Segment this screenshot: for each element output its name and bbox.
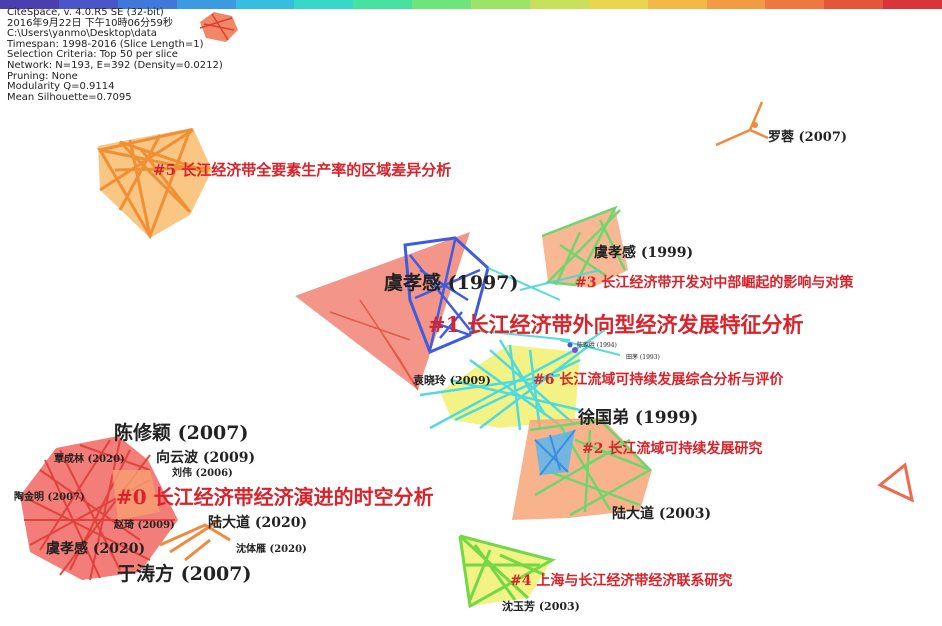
node-label-yuxiaogan-1999[interactable]: 虞孝感 (1999) [594, 245, 694, 261]
cluster-label-3[interactable]: #3 长江经济带开发对中部崛起的影响与对策 [575, 275, 854, 291]
cluster-label-5[interactable]: #5 长江经济带全要素生产率的区域差异分析 [153, 161, 452, 179]
node-label-yuxiaogan-2020[interactable]: 虞孝感 (2020) [46, 541, 146, 557]
timeline-segment [294, 0, 354, 9]
info-line-pruning: Pruning: None [7, 70, 78, 82]
info-line-modularity: Modularity Q=0.9114 [7, 81, 115, 93]
node-label-yuanxiaoling-2009[interactable]: 袁晓玲 (2009) [413, 374, 491, 387]
node-label-luorong-2007[interactable]: 罗蓉 (2007) [768, 130, 848, 145]
timeline-segment [883, 0, 942, 9]
node-label-chenjiasheng-1994[interactable]: 陈家胜 (1994) [577, 342, 617, 349]
cluster-isolated-right [877, 462, 915, 503]
cluster-mini-top [199, 12, 238, 42]
timeline-segment [647, 0, 707, 9]
node-label-qinchenglin-2020[interactable]: 覃成林 (2020) [54, 454, 125, 465]
node-label-ludadao-2020[interactable]: 陆大道 (2020) [208, 515, 308, 531]
info-line-timespan: Timespan: 1998-2016 (Slice Length=1) [7, 38, 204, 50]
timeline-segment [176, 0, 236, 9]
node-label-shentiyan-2020[interactable]: 沈体雁 (2020) [236, 544, 307, 555]
timeline-segment [824, 0, 884, 9]
cluster-2-shape [512, 418, 653, 520]
timeline-segment [0, 0, 59, 9]
cluster-label-1[interactable]: #1 长江经济带外向型经济发展特征分析 [428, 312, 804, 337]
timeline-segment [353, 0, 413, 9]
info-line-selection: Selection Criteria: Top 50 per slice [7, 49, 178, 61]
central-bridge-edges [469, 267, 621, 356]
cluster-1-shape [295, 232, 490, 391]
timeline-segment [58, 0, 118, 9]
cluster-isolated-tr [715, 101, 769, 147]
cluster-5-shape [97, 127, 212, 240]
info-line-silhouette: Mean Silhouette=0.7095 [7, 91, 132, 103]
cluster-3-shape [541, 205, 628, 288]
info-line-software: CiteSpace, v. 4.0.R5 SE (32-bit) [7, 7, 164, 18]
node-label-taojinming-2007[interactable]: 陶金明 (2007) [14, 492, 85, 503]
cluster-label-4[interactable]: #4 上海与长江经济带经济联系研究 [510, 573, 733, 589]
info-line-path: C:\Users\yanmo\Desktop\data [7, 28, 157, 40]
info-line-date: 2016年9月22日 下午10時06分59秒 [7, 17, 173, 29]
node-label-liuwei-2006[interactable]: 刘伟 (2006) [172, 468, 233, 479]
node-label-chenxiuying-2007[interactable]: 陈修颖 (2007) [114, 422, 249, 444]
timeline-color-bar [0, 0, 942, 9]
cluster-4-shape [458, 534, 556, 609]
timeline-segment [588, 0, 648, 9]
cluster-label-0[interactable]: #0 长江经济带经济演进的时空分析 [116, 485, 434, 509]
node-label-yutaofang-2007[interactable]: 于涛方 (2007) [117, 563, 252, 585]
node-label-ludadao-2003[interactable]: 陆大道 (2003) [612, 506, 712, 522]
timeline-segment [412, 0, 471, 9]
timeline-segment [706, 0, 766, 9]
timeline-segment [117, 0, 177, 9]
cluster-label-6[interactable]: #6 长江流域可持续发展综合分析与评价 [533, 372, 784, 388]
timeline-segment [235, 0, 295, 9]
cluster-0-shape [20, 436, 231, 581]
node-label-tianmao-1993[interactable]: 田茅 (1993) [626, 354, 660, 361]
node-markers [567, 122, 758, 353]
node-label-xuguodi-1999[interactable]: 徐国弟 (1999) [578, 408, 699, 428]
node-label-xiangyunbo-2009[interactable]: 向云波 (2009) [156, 450, 256, 466]
node-label-zhaoqi-2009[interactable]: 赵琦 (2009) [114, 520, 175, 531]
timeline-segment [529, 0, 589, 9]
cluster-6-shape [419, 339, 591, 431]
node-label-shenyufang-2003[interactable]: 沈玉芳 (2003) [502, 600, 580, 613]
timeline-segment [765, 0, 825, 9]
info-line-network: Network: N=193, E=392 (Density=0.0212) [7, 59, 223, 71]
timeline-segment [471, 0, 530, 9]
network-info-panel: CiteSpace, v. 4.0.R5 SE (32-bit) 2016年9月… [7, 7, 223, 103]
node-label-yuxiaogan-1997[interactable]: 虞孝感 (1997) [384, 272, 519, 294]
cluster-label-2[interactable]: #2 长江流域可持续发展研究 [582, 441, 763, 457]
